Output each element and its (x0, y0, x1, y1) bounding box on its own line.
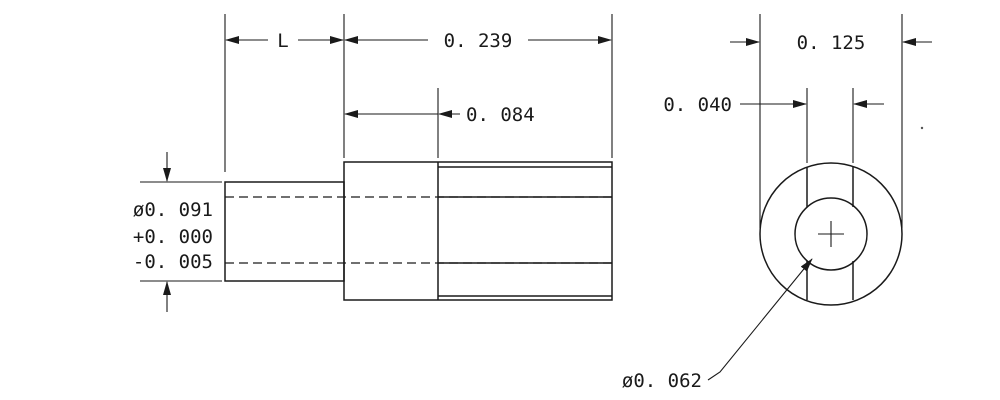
stray-mark (920, 126, 924, 130)
hole-diameter-leader (707, 258, 813, 381)
dim-L-label: L (277, 30, 288, 52)
end-view: 0. 125 0. 040 ø0. 062 (622, 14, 932, 392)
dim-head-width-label: 0. 125 (797, 32, 866, 54)
dim-overall-label: 0. 239 (444, 30, 513, 52)
dim-slot-width-label: 0. 040 (663, 94, 732, 116)
head-outline (343, 161, 613, 301)
side-view: L 0. 239 0. 084 ø0. 091 +0. 000 -0. 005 (133, 14, 613, 312)
hole-circle (794, 197, 868, 271)
dim-slot-depth-label: 0. 084 (466, 104, 535, 126)
dim-shank-diameter-label: ø0. 091 (133, 199, 213, 221)
outer-circle (759, 162, 903, 306)
dim-shank-tol-plus-label: +0. 000 (133, 226, 213, 248)
dim-hole-diameter-label: ø0. 062 (622, 370, 702, 392)
dim-shank-tol-minus-label: -0. 005 (133, 251, 213, 273)
